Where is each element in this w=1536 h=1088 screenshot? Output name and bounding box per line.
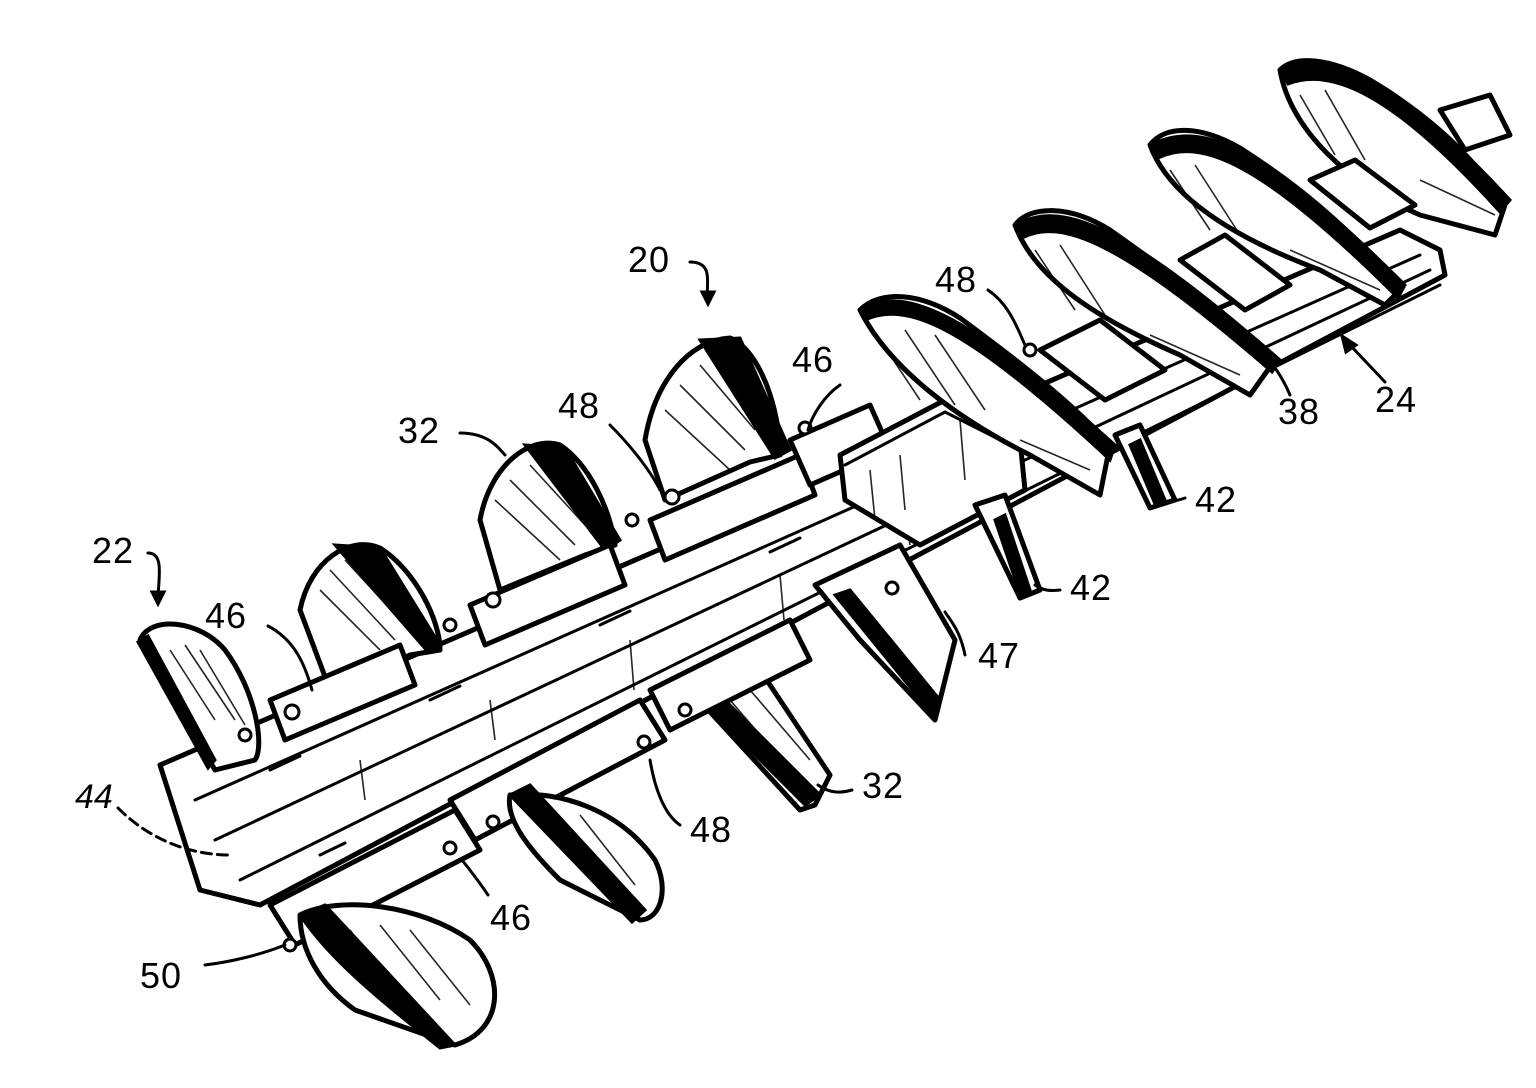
label-bolt-lower: 48	[690, 809, 732, 850]
label-support-far: 42	[1195, 479, 1237, 520]
label-support-near: 42	[1070, 567, 1112, 608]
label-bracket: 47	[978, 635, 1020, 676]
label-clamp-center: 46	[792, 339, 834, 380]
label-clamp-left: 46	[205, 595, 247, 636]
label-bolt-right: 48	[935, 259, 977, 300]
label-fastener: 50	[140, 955, 182, 996]
label-end-left: 22	[92, 530, 134, 571]
label-clamp-lower: 46	[490, 897, 532, 938]
label-paddle-lower: 32	[862, 765, 904, 806]
label-assembly: 20	[628, 239, 670, 280]
label-shaft: 44	[75, 778, 113, 816]
label-bolt-upper: 48	[558, 385, 600, 426]
label-blade-tip: 38	[1278, 391, 1320, 432]
label-end-right: 24	[1375, 379, 1417, 420]
end-paddle-left	[138, 624, 259, 770]
label-paddle-upper: 32	[398, 410, 440, 451]
